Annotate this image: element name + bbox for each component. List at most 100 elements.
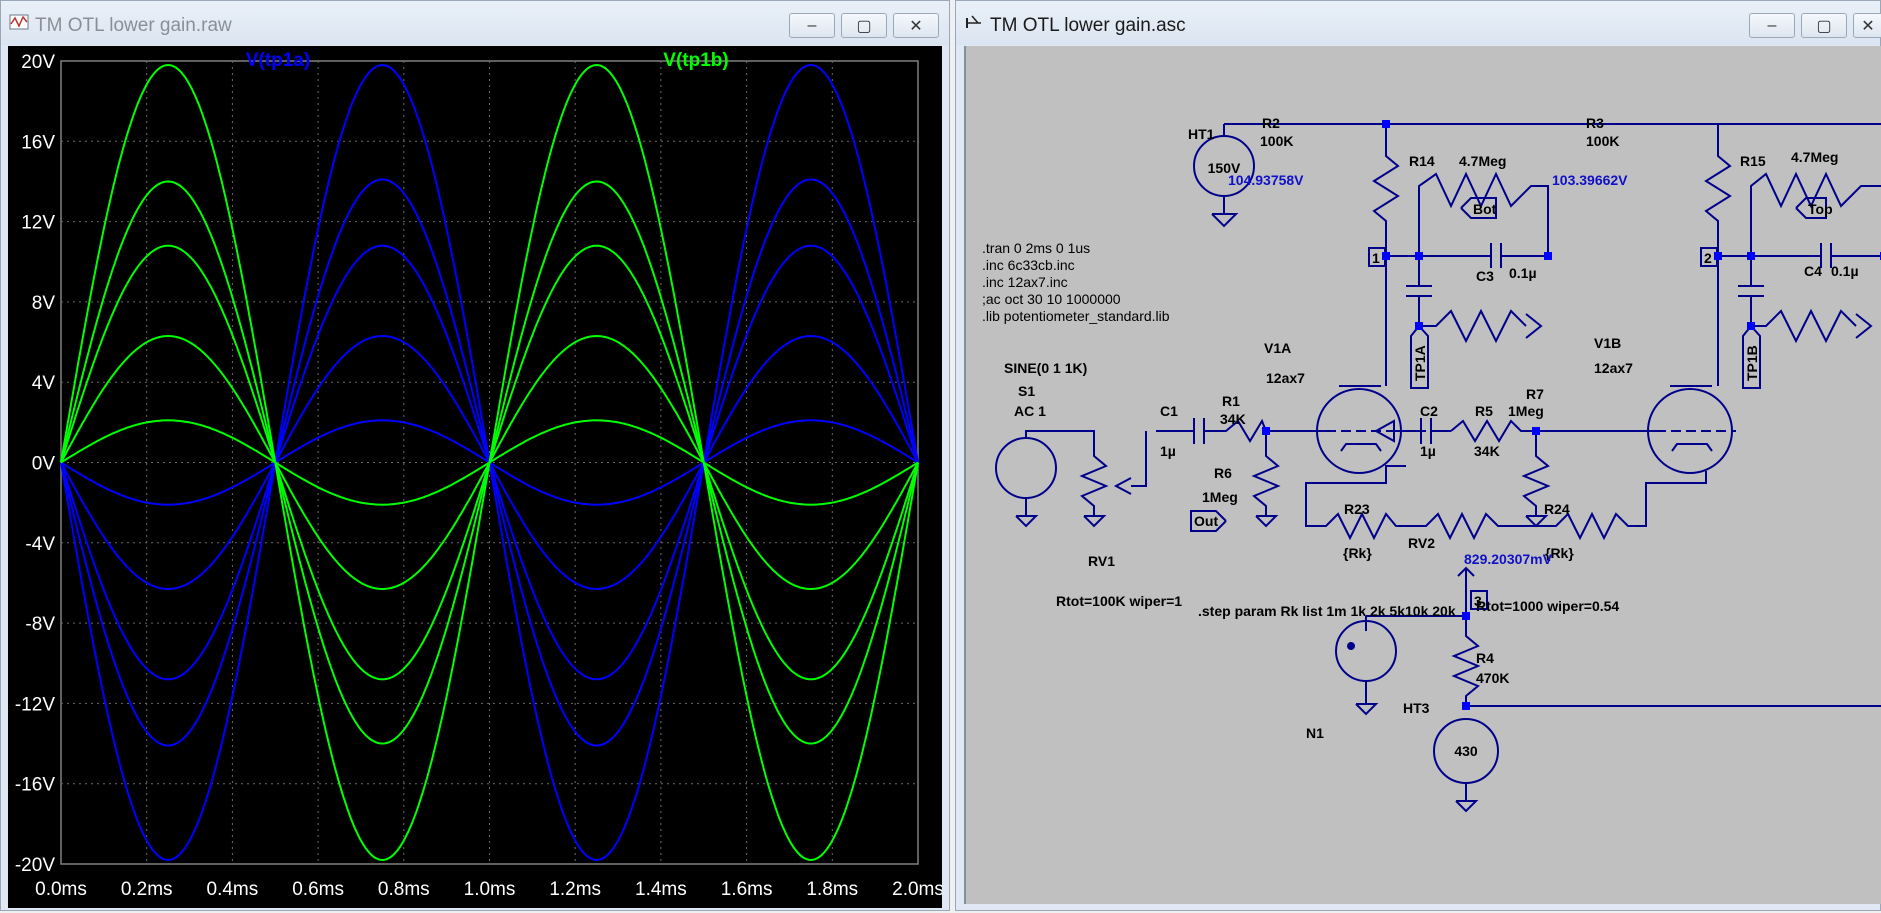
legend-trace-tp1b[interactable]: V(tp1b) bbox=[663, 50, 728, 71]
ac-label[interactable]: AC 1 bbox=[1014, 403, 1046, 419]
rv2-label[interactable]: RV2 bbox=[1408, 535, 1435, 551]
x-tick-label: 0.2ms bbox=[121, 879, 173, 900]
r23-value[interactable]: {Rk} bbox=[1343, 545, 1372, 561]
node3-voltage[interactable]: 829.20307mV bbox=[1464, 551, 1553, 567]
schematic-wires bbox=[995, 123, 1881, 813]
r5-label[interactable]: R5 bbox=[1475, 403, 1493, 419]
schematic-window: TM OTL lower gain.asc – ▢ ✕ bbox=[955, 0, 1881, 911]
r24-label[interactable]: R24 bbox=[1544, 501, 1570, 517]
r4-label[interactable]: R4 bbox=[1476, 650, 1494, 666]
y-tick-label: 4V bbox=[32, 373, 56, 394]
rv2-param[interactable]: Rtot=1000 wiper=0.54 bbox=[1476, 598, 1619, 614]
rv1-label[interactable]: RV1 bbox=[1088, 553, 1115, 569]
directive-line[interactable]: .inc 6c33cb.inc bbox=[982, 257, 1075, 273]
directive-line[interactable]: .lib potentiometer_standard.lib bbox=[982, 308, 1170, 324]
y-tick-label: -20V bbox=[15, 855, 55, 876]
ht1-value[interactable]: 150V bbox=[1208, 160, 1241, 176]
maximize-button[interactable]: ▢ bbox=[1801, 13, 1847, 38]
waveform-titlebar[interactable]: TM OTL lower gain.raw – ▢ ✕ bbox=[1, 1, 949, 45]
ht1-label[interactable]: HT1 bbox=[1188, 126, 1215, 142]
c1-value[interactable]: 1µ bbox=[1160, 443, 1176, 459]
r14-label[interactable]: R14 bbox=[1409, 153, 1435, 169]
schematic-labels: HT1 150V R2 100K R3 100K R14 4.7Meg R15 … bbox=[1004, 115, 1859, 759]
c3-value[interactable]: 0.1µ bbox=[1509, 265, 1537, 281]
s1-label[interactable]: S1 bbox=[1018, 383, 1035, 399]
v1b-value[interactable]: 12ax7 bbox=[1594, 360, 1633, 376]
r3-label[interactable]: R3 bbox=[1586, 115, 1604, 131]
ht3-value[interactable]: 430 bbox=[1454, 743, 1478, 759]
c4-label[interactable]: C4 bbox=[1804, 263, 1822, 279]
minimize-button[interactable]: – bbox=[789, 13, 835, 38]
node2-voltage[interactable]: 103.39662V bbox=[1552, 172, 1628, 188]
close-button[interactable]: ✕ bbox=[893, 13, 939, 38]
waveform-window-title: TM OTL lower gain.raw bbox=[35, 15, 232, 36]
waveform-app-icon bbox=[9, 14, 29, 30]
x-tick-label: 1.8ms bbox=[806, 879, 858, 900]
r6-label[interactable]: R6 bbox=[1214, 465, 1232, 481]
r1-label[interactable]: R1 bbox=[1222, 393, 1240, 409]
c1-label[interactable]: C1 bbox=[1160, 403, 1178, 419]
minimize-button[interactable]: – bbox=[1749, 13, 1795, 38]
v1a-label[interactable]: V1A bbox=[1264, 340, 1291, 356]
r5-value[interactable]: 34K bbox=[1474, 443, 1500, 459]
n1-label[interactable]: N1 bbox=[1306, 725, 1324, 741]
y-tick-label: 8V bbox=[32, 293, 56, 314]
node2-marker[interactable]: 2 bbox=[1704, 250, 1712, 266]
r2-label[interactable]: R2 bbox=[1262, 115, 1280, 131]
spice-directives[interactable]: .tran 0 2ms 0 1us .inc 6c33cb.inc .inc 1… bbox=[982, 240, 1170, 324]
r7-value[interactable]: 1Meg bbox=[1508, 403, 1544, 419]
close-button[interactable]: ✕ bbox=[1853, 13, 1881, 38]
plot-traces bbox=[60, 63, 919, 862]
schematic-drawing[interactable]: HT1 150V R2 100K R3 100K R14 4.7Meg R15 … bbox=[966, 46, 1881, 904]
r23-label[interactable]: R23 bbox=[1344, 501, 1370, 517]
x-tick-label: 0.4ms bbox=[207, 879, 259, 900]
source-sine[interactable]: SINE(0 1 1K) bbox=[1004, 360, 1087, 376]
c4-value[interactable]: 0.1µ bbox=[1831, 263, 1859, 279]
maximize-button[interactable]: ▢ bbox=[841, 13, 887, 38]
schematic-titlebar[interactable]: TM OTL lower gain.asc – ▢ ✕ bbox=[956, 1, 1881, 45]
r7-label[interactable]: R7 bbox=[1526, 386, 1544, 402]
ht3-label[interactable]: HT3 bbox=[1403, 700, 1430, 716]
node1-marker[interactable]: 1 bbox=[1372, 250, 1380, 266]
schematic-canvas[interactable]: HT1 150V R2 100K R3 100K R14 4.7Meg R15 … bbox=[964, 46, 1881, 904]
c2-value[interactable]: 1µ bbox=[1420, 443, 1436, 459]
v1a-value[interactable]: 12ax7 bbox=[1266, 370, 1305, 386]
y-tick-label: -16V bbox=[15, 775, 55, 796]
directive-line[interactable]: .inc 12ax7.inc bbox=[982, 274, 1068, 290]
c3-label[interactable]: C3 bbox=[1476, 268, 1494, 284]
node1-voltage[interactable]: 104.93758V bbox=[1228, 172, 1304, 188]
schematic-app-icon bbox=[966, 15, 981, 28]
x-tick-label: 1.4ms bbox=[635, 879, 687, 900]
r4-value[interactable]: 470K bbox=[1476, 670, 1509, 686]
r6-value[interactable]: 1Meg bbox=[1202, 489, 1238, 505]
y-tick-label: 12V bbox=[21, 213, 55, 234]
c2-label[interactable]: C2 bbox=[1420, 403, 1438, 419]
top-net-label[interactable]: Top bbox=[1808, 201, 1833, 217]
bot-net-label[interactable]: Bot bbox=[1473, 201, 1497, 217]
y-tick-label: 20V bbox=[21, 52, 55, 73]
r24-value[interactable]: {Rk} bbox=[1545, 545, 1574, 561]
directive-line[interactable]: .tran 0 2ms 0 1us bbox=[982, 240, 1090, 256]
node3-marker[interactable]: 3 bbox=[1474, 593, 1482, 609]
legend-trace-tp1a[interactable]: V(tp1a) bbox=[246, 50, 310, 71]
trace-vtp1b bbox=[60, 63, 919, 862]
step-directive[interactable]: .step param Rk list 1m 1k 2k 5k10k 20k bbox=[1198, 603, 1456, 619]
tp1b-probe[interactable]: TP1B bbox=[1744, 345, 1760, 381]
tp1a-probe[interactable]: TP1A bbox=[1412, 345, 1428, 381]
r2-value[interactable]: 100K bbox=[1260, 133, 1293, 149]
r3-value[interactable]: 100K bbox=[1586, 133, 1619, 149]
r15-value[interactable]: 4.7Meg bbox=[1791, 149, 1838, 165]
r1-value[interactable]: 34K bbox=[1220, 411, 1246, 427]
y-tick-label: -12V bbox=[15, 694, 55, 715]
r14-value[interactable]: 4.7Meg bbox=[1459, 153, 1506, 169]
v1b-label[interactable]: V1B bbox=[1594, 335, 1621, 351]
junction-dots bbox=[1262, 120, 1881, 710]
directive-line[interactable]: ;ac oct 30 10 1000000 bbox=[982, 291, 1121, 307]
out-net-label[interactable]: Out bbox=[1194, 513, 1218, 529]
r15-label[interactable]: R15 bbox=[1740, 153, 1766, 169]
rv1-param[interactable]: Rtot=100K wiper=1 bbox=[1056, 593, 1182, 609]
